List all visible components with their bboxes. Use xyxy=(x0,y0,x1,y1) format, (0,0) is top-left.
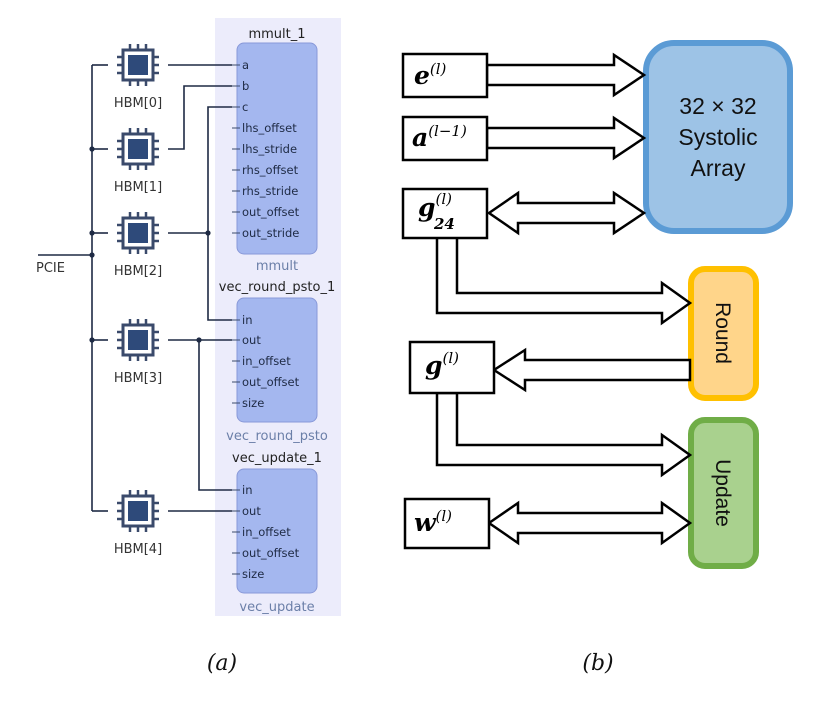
port-out-stride: out_stride xyxy=(242,226,299,240)
vec-update-block-body xyxy=(236,468,318,594)
port-in-offset: in_offset xyxy=(242,354,291,368)
port-size: size xyxy=(242,567,264,581)
mmult-block: mmult_1 mmult a b c lhs_offset lhs_strid… xyxy=(232,27,318,274)
port-in: in xyxy=(242,313,252,327)
caption-a: (a) xyxy=(207,651,237,676)
var-g24-box xyxy=(401,187,489,240)
port-in-offset: in_offset xyxy=(242,525,291,539)
vec-round-block-subtitle: vec_round_psto xyxy=(226,429,328,444)
pcie-label: PCIE xyxy=(36,261,65,276)
update-block xyxy=(688,417,759,569)
hbm-4: HBM[4] xyxy=(114,488,162,557)
hbm-chip-icon xyxy=(115,126,161,172)
var-g24-label: g(l) xyxy=(418,190,452,222)
arrow-e-to-systolic xyxy=(485,52,647,98)
hbm-0: HBM[0] xyxy=(114,42,162,111)
port-rhs-stride: rhs_stride xyxy=(242,184,298,198)
var-w-label: w(l) xyxy=(414,507,452,537)
hbm-1: HBM[1] xyxy=(114,126,162,195)
systolic-line-1: 32 × 32 xyxy=(679,93,756,119)
panel-a: mmult_1 mmult a b c lhs_offset lhs_strid… xyxy=(36,18,341,676)
hbm-chip-icon xyxy=(115,488,161,534)
var-e-label: e(l) xyxy=(414,60,447,90)
port-c: c xyxy=(242,100,248,114)
var-e-box xyxy=(401,52,489,99)
arrow-round-to-g xyxy=(491,347,692,393)
port-out-offset: out_offset xyxy=(242,546,300,560)
port-in: in xyxy=(242,483,252,497)
vec-update-block-subtitle: vec_update xyxy=(239,600,314,615)
vec-round-block: vec_round_psto_1 vec_round_psto in out i… xyxy=(219,280,335,444)
var-g24-subscript: 24 xyxy=(433,215,455,233)
panel-b: 32 × 32 Systolic Array Round Update xyxy=(401,40,793,676)
systolic-array-block xyxy=(643,40,793,234)
port-lhs-offset: lhs_offset xyxy=(242,121,297,135)
port-rhs-offset: rhs_offset xyxy=(242,163,299,177)
dataflow-arrows xyxy=(435,52,693,546)
arrow-g24-systolic-bidirectional xyxy=(486,190,647,236)
port-b: b xyxy=(242,79,249,93)
arrow-w-update-bidirectional xyxy=(486,500,693,546)
port-lhs-stride: lhs_stride xyxy=(242,142,297,156)
var-a-label: a(l−1) xyxy=(412,122,467,152)
hbm-2-label: HBM[2] xyxy=(114,264,162,279)
port-out-offset: out_offset xyxy=(242,205,300,219)
port-out: out xyxy=(242,504,261,518)
port-a: a xyxy=(242,58,249,72)
systolic-line-3: Array xyxy=(691,155,746,181)
port-out-offset: out_offset xyxy=(242,375,300,389)
vec-round-block-body xyxy=(236,297,318,423)
hbm-4-label: HBM[4] xyxy=(114,542,162,557)
hbm-0-label: HBM[0] xyxy=(114,96,162,111)
vec-round-block-title: vec_round_psto_1 xyxy=(219,280,335,295)
arrow-g-to-update xyxy=(435,391,693,478)
var-a-box xyxy=(401,115,489,162)
update-label: Update xyxy=(711,459,734,527)
interconnect-wires xyxy=(38,64,232,512)
arrow-a-to-systolic xyxy=(485,115,647,161)
vec-update-block: vec_update_1 vec_update in out in_offset… xyxy=(232,451,322,615)
caption-b: (b) xyxy=(582,651,613,676)
hbm-chip-icon xyxy=(115,42,161,88)
hbm-3: HBM[3] xyxy=(114,317,162,386)
wire-junctions xyxy=(89,146,211,343)
var-w-box xyxy=(403,497,491,550)
variable-boxes xyxy=(401,52,496,550)
mmult-block-title: mmult_1 xyxy=(248,27,305,42)
vec-update-block-title: vec_update_1 xyxy=(232,451,322,466)
round-block xyxy=(688,266,759,401)
mmult-block-subtitle: mmult xyxy=(256,259,298,274)
round-label: Round xyxy=(711,302,734,364)
hbm-1-label: HBM[1] xyxy=(114,180,162,195)
arrow-g24-to-round xyxy=(435,231,693,326)
hbm-3-label: HBM[3] xyxy=(114,371,162,386)
hbm-chip-icon xyxy=(115,317,161,363)
var-g-box xyxy=(408,340,496,395)
port-size: size xyxy=(242,396,264,410)
hbm-2: HBM[2] xyxy=(114,210,162,279)
var-g-label: g(l) xyxy=(425,349,459,380)
systolic-line-2: Systolic xyxy=(678,124,757,150)
port-out: out xyxy=(242,333,261,347)
hbm-chip-icon xyxy=(115,210,161,256)
